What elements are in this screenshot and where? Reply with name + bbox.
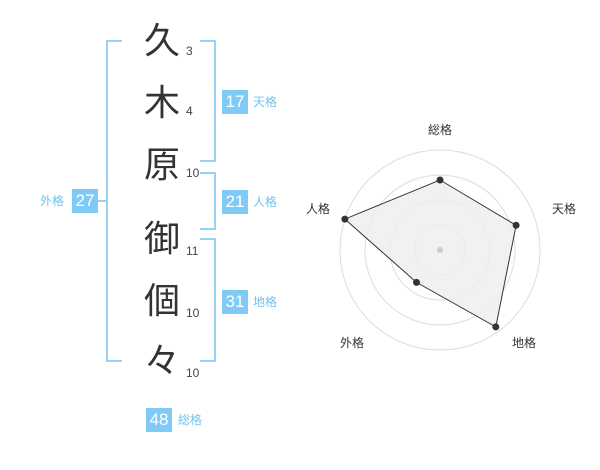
- radar-label-soukaku: 総格: [428, 123, 453, 137]
- radar-point-5: [341, 215, 349, 223]
- stroke-count-5: 10: [186, 306, 200, 320]
- jinkaku-bracket: [200, 172, 216, 230]
- name-char-4: 御: [143, 219, 180, 260]
- radar-point-1: [436, 176, 444, 184]
- chikaku-bracket: [200, 238, 216, 362]
- stroke-count-3: 10: [186, 166, 200, 180]
- tenkaku-bracket: [200, 40, 216, 162]
- jinkaku-value: 21: [222, 190, 248, 214]
- tenkaku-value: 17: [222, 90, 248, 114]
- soukaku-label: 総格: [178, 413, 203, 427]
- gaikaku-bracket-tick: [96, 200, 106, 202]
- radar-label-tenkaku: 天格: [552, 202, 577, 216]
- radar-polygon: [343, 179, 517, 328]
- chikaku-label: 地格: [253, 295, 278, 309]
- radar-center-dot: [437, 247, 443, 253]
- gaikaku-label: 外格: [40, 194, 65, 208]
- stroke-count-4: 11: [186, 244, 199, 258]
- name-char-3: 原: [143, 145, 180, 186]
- radar-point-4: [413, 278, 420, 286]
- tenkaku-label: 天格: [253, 95, 278, 109]
- gaikaku-value: 27: [72, 189, 98, 213]
- gaikaku-bracket: [106, 40, 122, 362]
- name-char-6: 々: [143, 341, 180, 382]
- jinkaku-label: 人格: [253, 195, 278, 209]
- name-char-5: 個: [143, 281, 180, 322]
- radar-point-3: [492, 323, 500, 331]
- radar-chart: [339, 149, 541, 351]
- name-char-2: 木: [143, 83, 180, 124]
- radar-label-chikaku: 地格: [512, 336, 537, 350]
- stroke-count-6: 10: [186, 366, 200, 380]
- radar-points: [341, 176, 520, 331]
- radar-point-2: [512, 221, 520, 229]
- radar-label-gaikaku: 外格: [340, 336, 365, 350]
- chikaku-value: 31: [222, 290, 248, 314]
- radar-ring: [364, 174, 516, 326]
- name-char-1: 久: [143, 21, 180, 62]
- soukaku-value: 48: [146, 408, 172, 432]
- stroke-count-2: 4: [186, 104, 193, 118]
- stroke-count-1: 3: [186, 44, 193, 58]
- radar-label-jinkaku: 人格: [306, 202, 331, 216]
